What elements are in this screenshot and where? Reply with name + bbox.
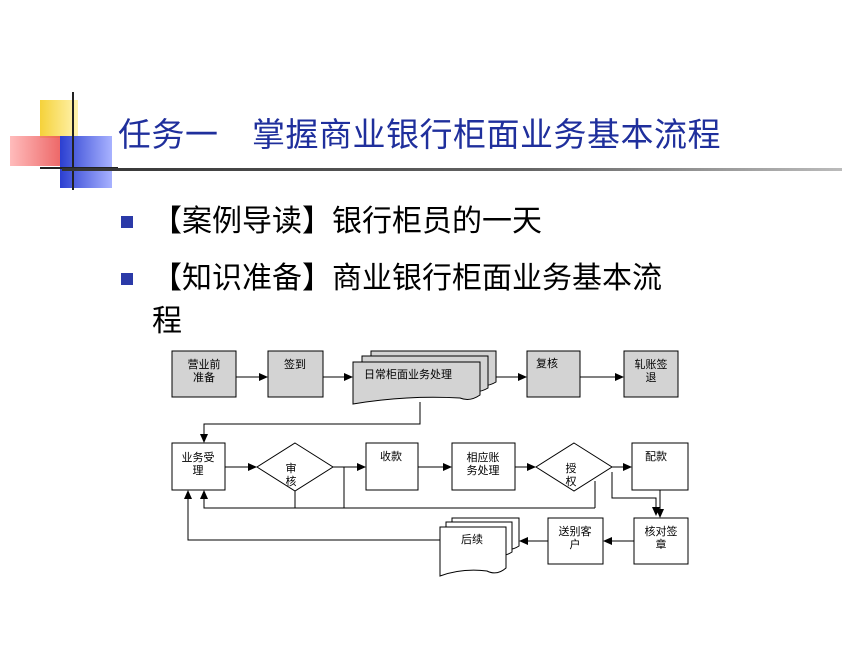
deliver-label-2: 户 xyxy=(570,537,581,551)
close-label-1: 轧账签 xyxy=(635,357,668,371)
verify-label-2: 章 xyxy=(656,537,667,551)
authorize-label-1: 授 xyxy=(566,461,577,475)
allocate-label: 配款 xyxy=(645,449,667,463)
arrow-daily-to-accept xyxy=(200,402,421,443)
accounting-node xyxy=(451,442,516,491)
deliver-customer-node xyxy=(547,517,604,565)
slide-title: 任务一 掌握商业银行柜面业务基本流程 xyxy=(118,115,721,154)
pre-business-node xyxy=(171,350,237,398)
daily-business-node xyxy=(352,350,497,405)
authorize-decision-node xyxy=(535,442,613,492)
close-label-2: 退 xyxy=(646,371,657,384)
followup-node xyxy=(439,517,520,577)
close-sign-out-node xyxy=(623,350,679,398)
collect-node xyxy=(365,442,419,491)
allocate-node xyxy=(631,442,689,491)
review-node xyxy=(526,350,581,398)
verify-label-1: 核对签 xyxy=(645,524,678,538)
pre-business-label-1: 营业前 xyxy=(188,357,221,371)
title-divider xyxy=(62,168,842,171)
accounting-label-2: 务处理 xyxy=(467,464,500,477)
bullet-marker-icon xyxy=(121,216,133,228)
bullet-knowledge-line2: 程 xyxy=(152,304,182,339)
accept-label-2: 理 xyxy=(193,464,204,477)
accept-node xyxy=(171,442,226,491)
accounting-label-1: 相应账 xyxy=(467,450,500,464)
decorative-logo-icon xyxy=(10,92,118,190)
arrow-return-to-accept xyxy=(200,490,595,509)
authorize-label-2: 权 xyxy=(566,475,577,488)
deliver-label-1: 送别客 xyxy=(559,524,592,538)
daily-business-label: 日常柜面业务处理 xyxy=(364,368,452,381)
bullet-case-reading: 【案例导读】银行柜员的一天 xyxy=(152,204,542,239)
bullet-marker-icon xyxy=(121,273,133,285)
sign-in-node xyxy=(267,350,324,398)
followup-label: 后续 xyxy=(461,532,483,546)
review-label: 复核 xyxy=(536,356,558,370)
accept-label-1: 业务受 xyxy=(182,451,215,464)
audit-label-1: 审 xyxy=(286,461,297,475)
collect-label: 收款 xyxy=(380,449,402,463)
audit-label-2: 核 xyxy=(286,474,297,488)
pre-business-label-2: 准备 xyxy=(193,370,215,384)
sign-in-label: 签到 xyxy=(284,357,306,371)
arrow-followup-to-accept xyxy=(184,490,440,541)
bullet-knowledge-line1: 【知识准备】商业银行柜面业务基本流 xyxy=(152,261,662,296)
arrow-authorize-to-verify xyxy=(611,472,660,516)
